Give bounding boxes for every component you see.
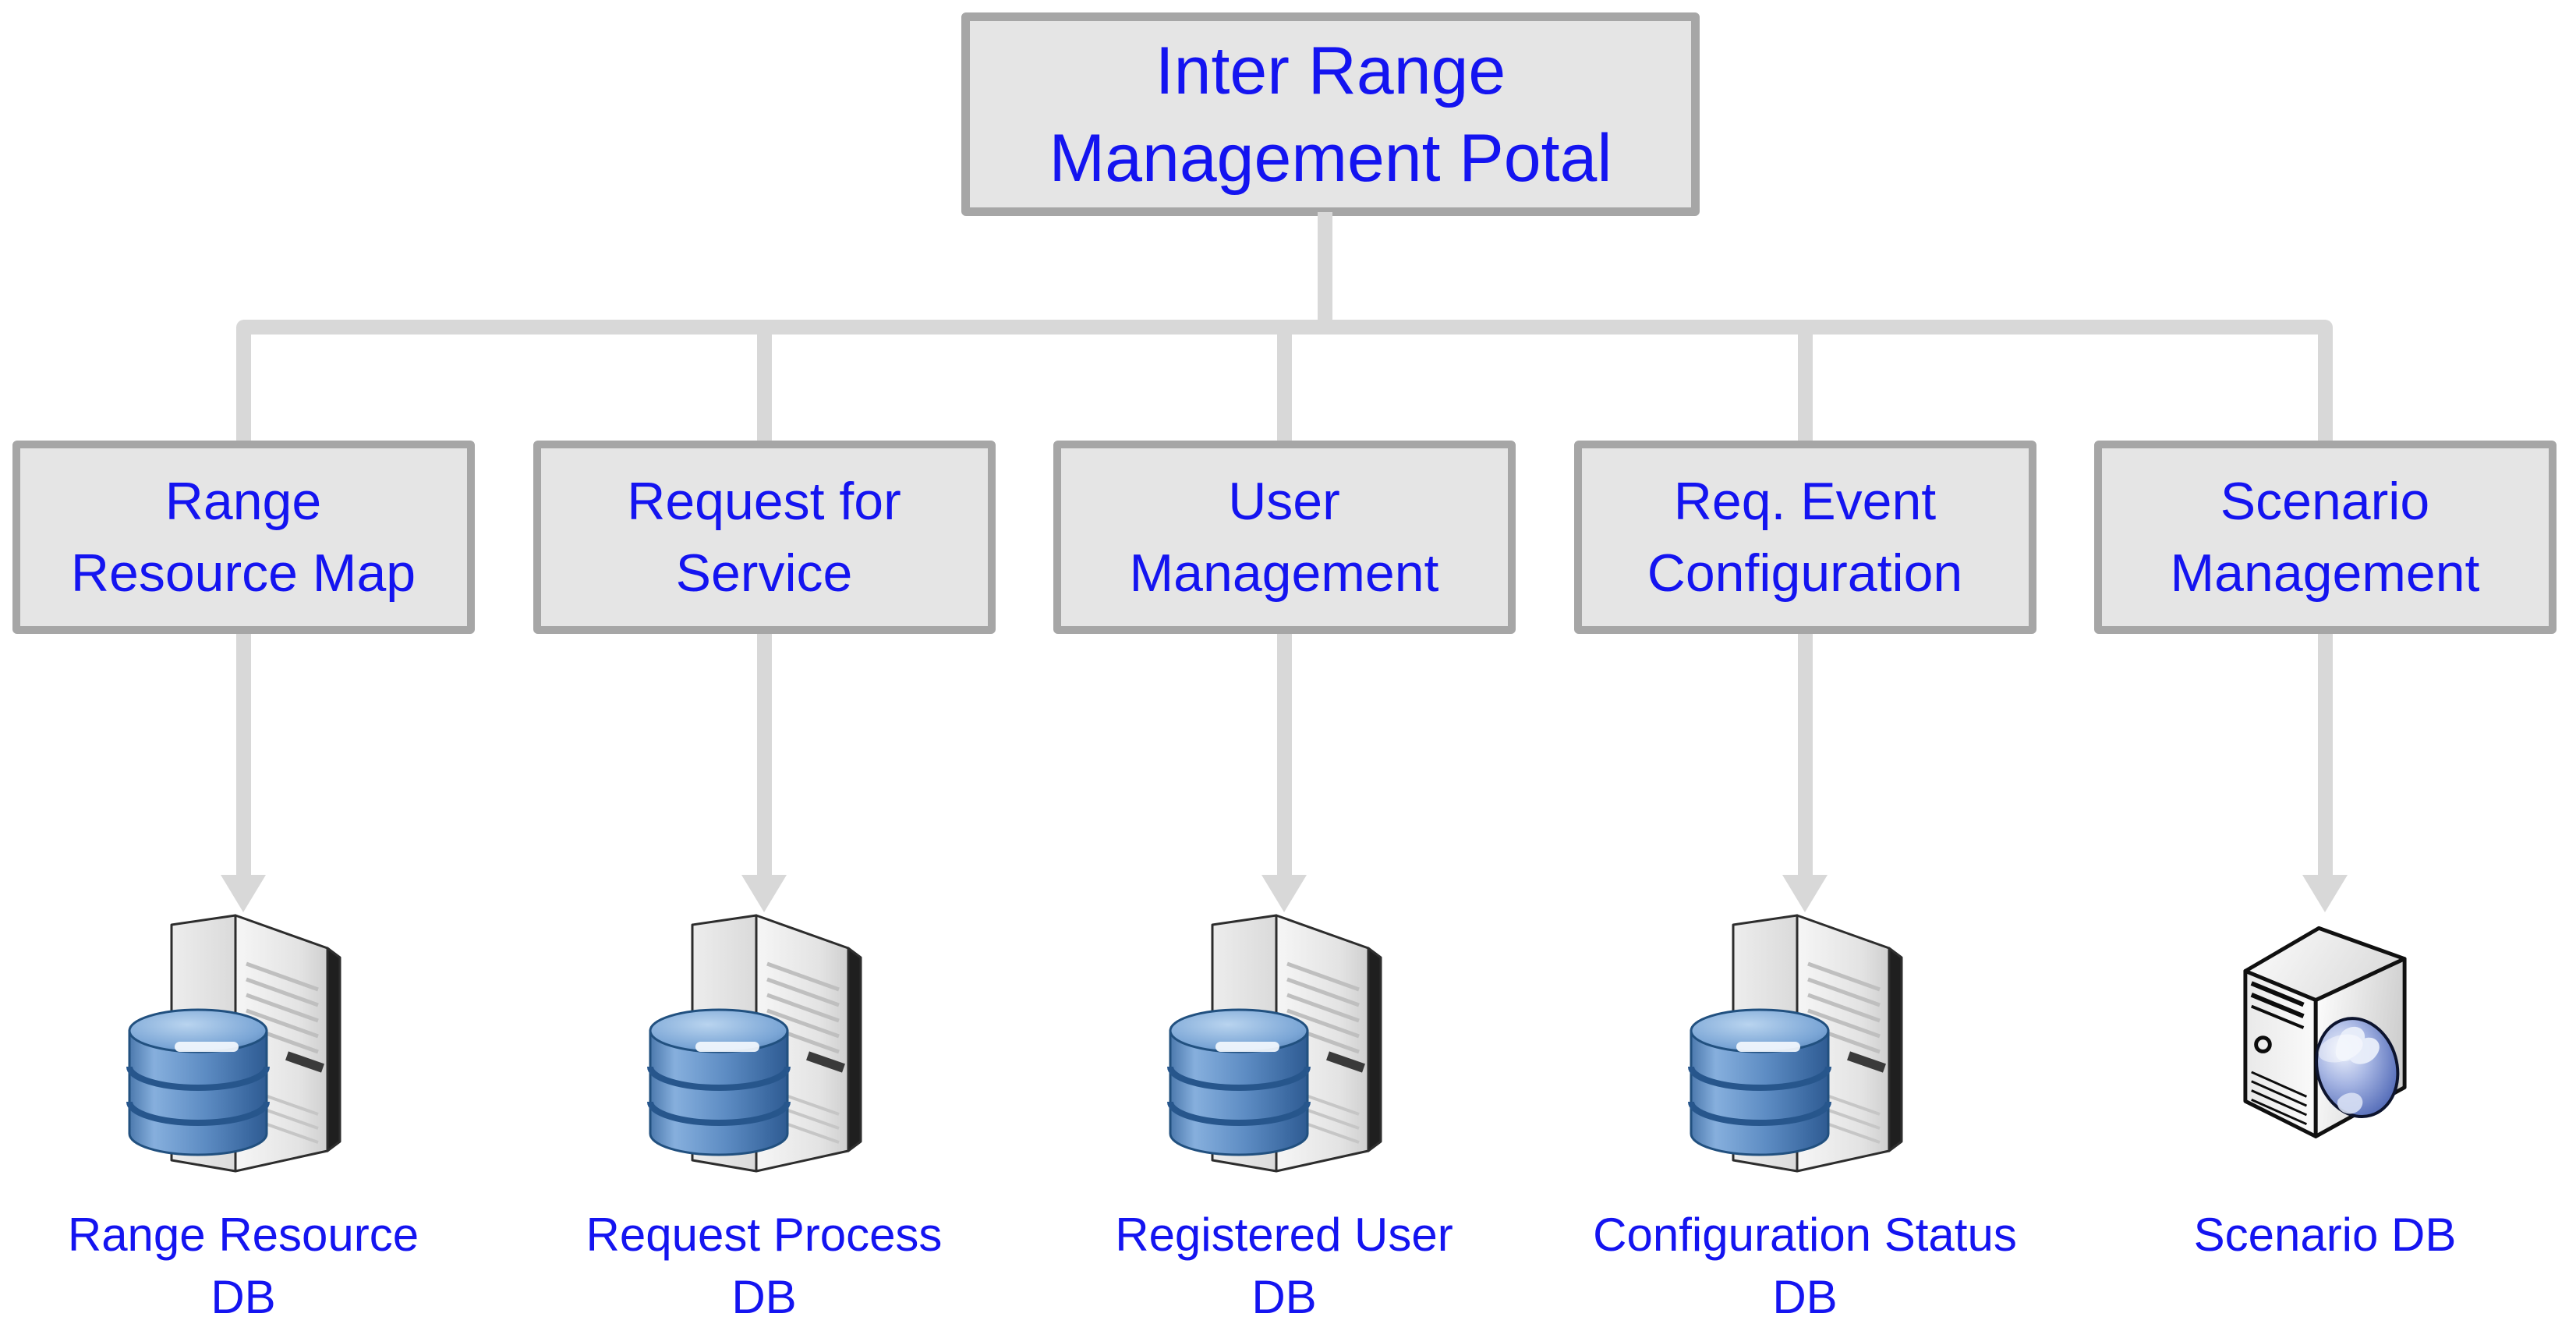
module-box: Req. Event Configuration <box>1573 441 2036 634</box>
db-label: Configuration Status DB <box>1593 1209 2017 1323</box>
down-arrow-shaft <box>1276 634 1292 875</box>
server-icon-wrap <box>1023 912 1545 1177</box>
down-arrow-shaft <box>235 634 251 875</box>
database-server-icon <box>647 914 862 1173</box>
module-column: Scenario Management <box>2064 331 2576 1331</box>
connector-drop <box>2317 331 2333 441</box>
module-label: User Management <box>1129 472 1439 603</box>
web-server-icon <box>2243 926 2407 1138</box>
database-server-icon <box>1688 914 1903 1173</box>
module-column: Req. Event Configuration <box>1544 331 2066 1331</box>
module-label: Scenario Management <box>2170 472 2480 603</box>
down-arrow-icon <box>1782 875 1828 912</box>
module-label: Range Resource Map <box>70 472 416 603</box>
module-box: Range Resource Map <box>12 441 475 634</box>
connector-drop <box>756 331 772 441</box>
db-label: Registered User DB <box>1115 1209 1453 1323</box>
down-arrow-icon <box>1261 875 1307 912</box>
module-label: Req. Event Configuration <box>1647 472 1963 603</box>
module-box: Request for Service <box>533 441 996 634</box>
server-icon-wrap <box>2064 912 2576 1177</box>
database-server-icon <box>126 914 341 1173</box>
connector-bus <box>236 320 2333 335</box>
down-arrow-icon <box>221 875 266 912</box>
server-icon-wrap <box>1544 912 2066 1177</box>
connector-drop <box>1276 331 1292 441</box>
connector-drop <box>1797 331 1813 441</box>
server-icon-wrap <box>0 912 504 1177</box>
root-node-label: Inter Range Management Potal <box>1049 33 1612 196</box>
database-server-icon <box>1167 914 1382 1173</box>
down-arrow-shaft <box>2317 634 2333 875</box>
module-column: Request for Service <box>503 331 1025 1331</box>
module-column: Range Resource Map <box>0 331 504 1331</box>
module-box: Scenario Management <box>2093 441 2557 634</box>
connector-drop <box>235 331 251 441</box>
db-label: Range Resource DB <box>67 1209 419 1323</box>
module-label: Request for Service <box>627 472 901 603</box>
down-arrow-shaft <box>1797 634 1813 875</box>
db-label: Request Process DB <box>586 1209 943 1323</box>
module-box: User Management <box>1053 441 1516 634</box>
connector-trunk <box>1318 212 1332 329</box>
db-label: Scenario DB <box>2193 1209 2457 1261</box>
server-icon-wrap <box>503 912 1025 1177</box>
down-arrow-icon <box>2302 875 2348 912</box>
root-node-box: Inter Range Management Potal <box>961 12 1700 216</box>
down-arrow-icon <box>741 875 787 912</box>
down-arrow-shaft <box>756 634 772 875</box>
module-column: User Management <box>1023 331 1545 1331</box>
